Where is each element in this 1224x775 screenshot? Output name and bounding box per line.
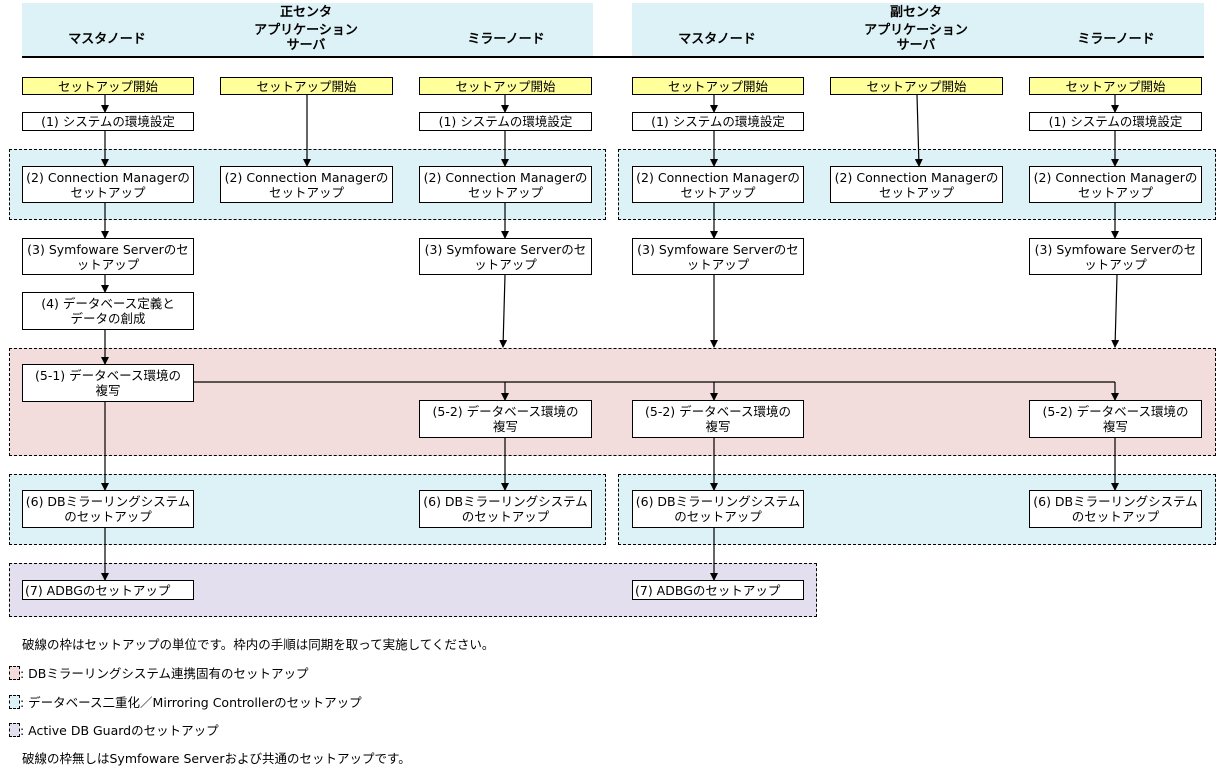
step6-secondary-mirror: (6) DBミラーリングシステム のセットアップ: [1029, 490, 1202, 528]
step2-primary-mirror: (2) Connection Managerの セットアップ: [419, 166, 592, 203]
header-primary-center: 正センタ: [279, 5, 332, 20]
step7-secondary-master: (7) ADBGのセットアップ: [632, 580, 804, 600]
step5-2-secondary-master: (5-2) データベース環境の 複写: [632, 400, 804, 438]
start-box-secondary-master: セットアップ開始: [632, 77, 804, 95]
header-primary-app-server: アプリケーション サーバ: [254, 23, 358, 53]
header-primary-mirror-node: ミラーノード: [467, 32, 545, 47]
step3-secondary-mirror: (3) Symfoware Serverのセ ットアップ: [1029, 238, 1202, 275]
step6-primary-mirror: (6) DBミラーリングシステム のセットアップ: [419, 490, 592, 528]
legend-swatch-purple: [9, 723, 20, 737]
header-primary-master-node: マスタノード: [68, 32, 146, 47]
step3-secondary-master: (3) Symfoware Serverのセ ットアップ: [632, 238, 804, 275]
step6-secondary-master: (6) DBミラーリングシステム のセットアップ: [632, 490, 804, 528]
step2-secondary-master: (2) Connection Managerの セットアップ: [632, 166, 804, 203]
header-secondary-app-server: アプリケーション サーバ: [864, 23, 968, 53]
step5-2-primary-mirror: (5-2) データベース環境の 複写: [419, 400, 592, 438]
start-box-secondary-app: セットアップ開始: [830, 77, 1003, 95]
step3-primary-master: (3) Symfoware Serverのセ ットアップ: [22, 238, 194, 275]
legend-pink-label: : DBミラーリングシステム連携固有のセットアップ: [20, 666, 309, 681]
start-box-primary-mirror: セットアップ開始: [419, 77, 592, 95]
arrow-pmr-s3-merge: [499, 274, 508, 348]
step2-secondary-app: (2) Connection Managerの セットアップ: [830, 166, 1003, 203]
header-secondary-center-bg: [632, 3, 1204, 56]
step7-primary-master: (7) ADBGのセットアップ: [22, 580, 194, 600]
note-setup-unit: 破線の枠はセットアップの単位です。枠内の手順は同期を取って実施してください。: [22, 637, 495, 652]
step1-secondary-master: (1) システムの環境設定: [632, 112, 804, 131]
header-underline: [22, 56, 1204, 58]
step1-primary-master: (1) システムの環境設定: [22, 112, 194, 131]
step4-primary-master: (4) データベース定義と データの創成: [22, 292, 194, 330]
step1-secondary-mirror: (1) システムの環境設定: [1029, 112, 1202, 131]
step1-primary-mirror: (1) システムの環境設定: [419, 112, 592, 131]
arrow-sa-start-s2: [914, 94, 923, 167]
step5-1-primary-master: (5-1) データベース環境の 複写: [22, 364, 194, 402]
legend-swatch-blue: [9, 695, 20, 709]
step3-primary-mirror: (3) Symfoware Serverのセ ットアップ: [419, 238, 592, 275]
step2-primary-app: (2) Connection Managerの セットアップ: [220, 166, 393, 203]
header-secondary-mirror-node: ミラーノード: [1077, 32, 1155, 47]
header-secondary-center: 副センタ: [889, 5, 942, 20]
start-box-primary-master: セットアップ開始: [22, 77, 194, 95]
step6-primary-master: (6) DBミラーリングシステム のセットアップ: [22, 490, 194, 528]
step2-primary-master: (2) Connection Managerの セットアップ: [22, 166, 194, 203]
header-secondary-master-node: マスタノード: [678, 32, 756, 47]
start-box-secondary-mirror: セットアップ開始: [1029, 77, 1202, 95]
region-database-copy: [9, 348, 1216, 456]
legend-blue-label: : データベース二重化／Mirroring Controllerのセットアップ: [20, 695, 362, 710]
arrow-smr-s3-merge: [1111, 274, 1120, 348]
legend-swatch-pink: [9, 666, 20, 680]
header-primary-center-bg: [22, 3, 593, 56]
start-box-primary-app: セットアップ開始: [220, 77, 393, 95]
step5-2-secondary-mirror: (5-2) データベース環境の 複写: [1029, 400, 1202, 438]
legend-purple-label: : Active DB Guardのセットアップ: [20, 723, 219, 738]
step2-secondary-mirror: (2) Connection Managerの セットアップ: [1029, 166, 1202, 203]
note-no-frame: 破線の枠無しはSymfoware Serverおよび共通のセットアップです。: [22, 751, 411, 766]
